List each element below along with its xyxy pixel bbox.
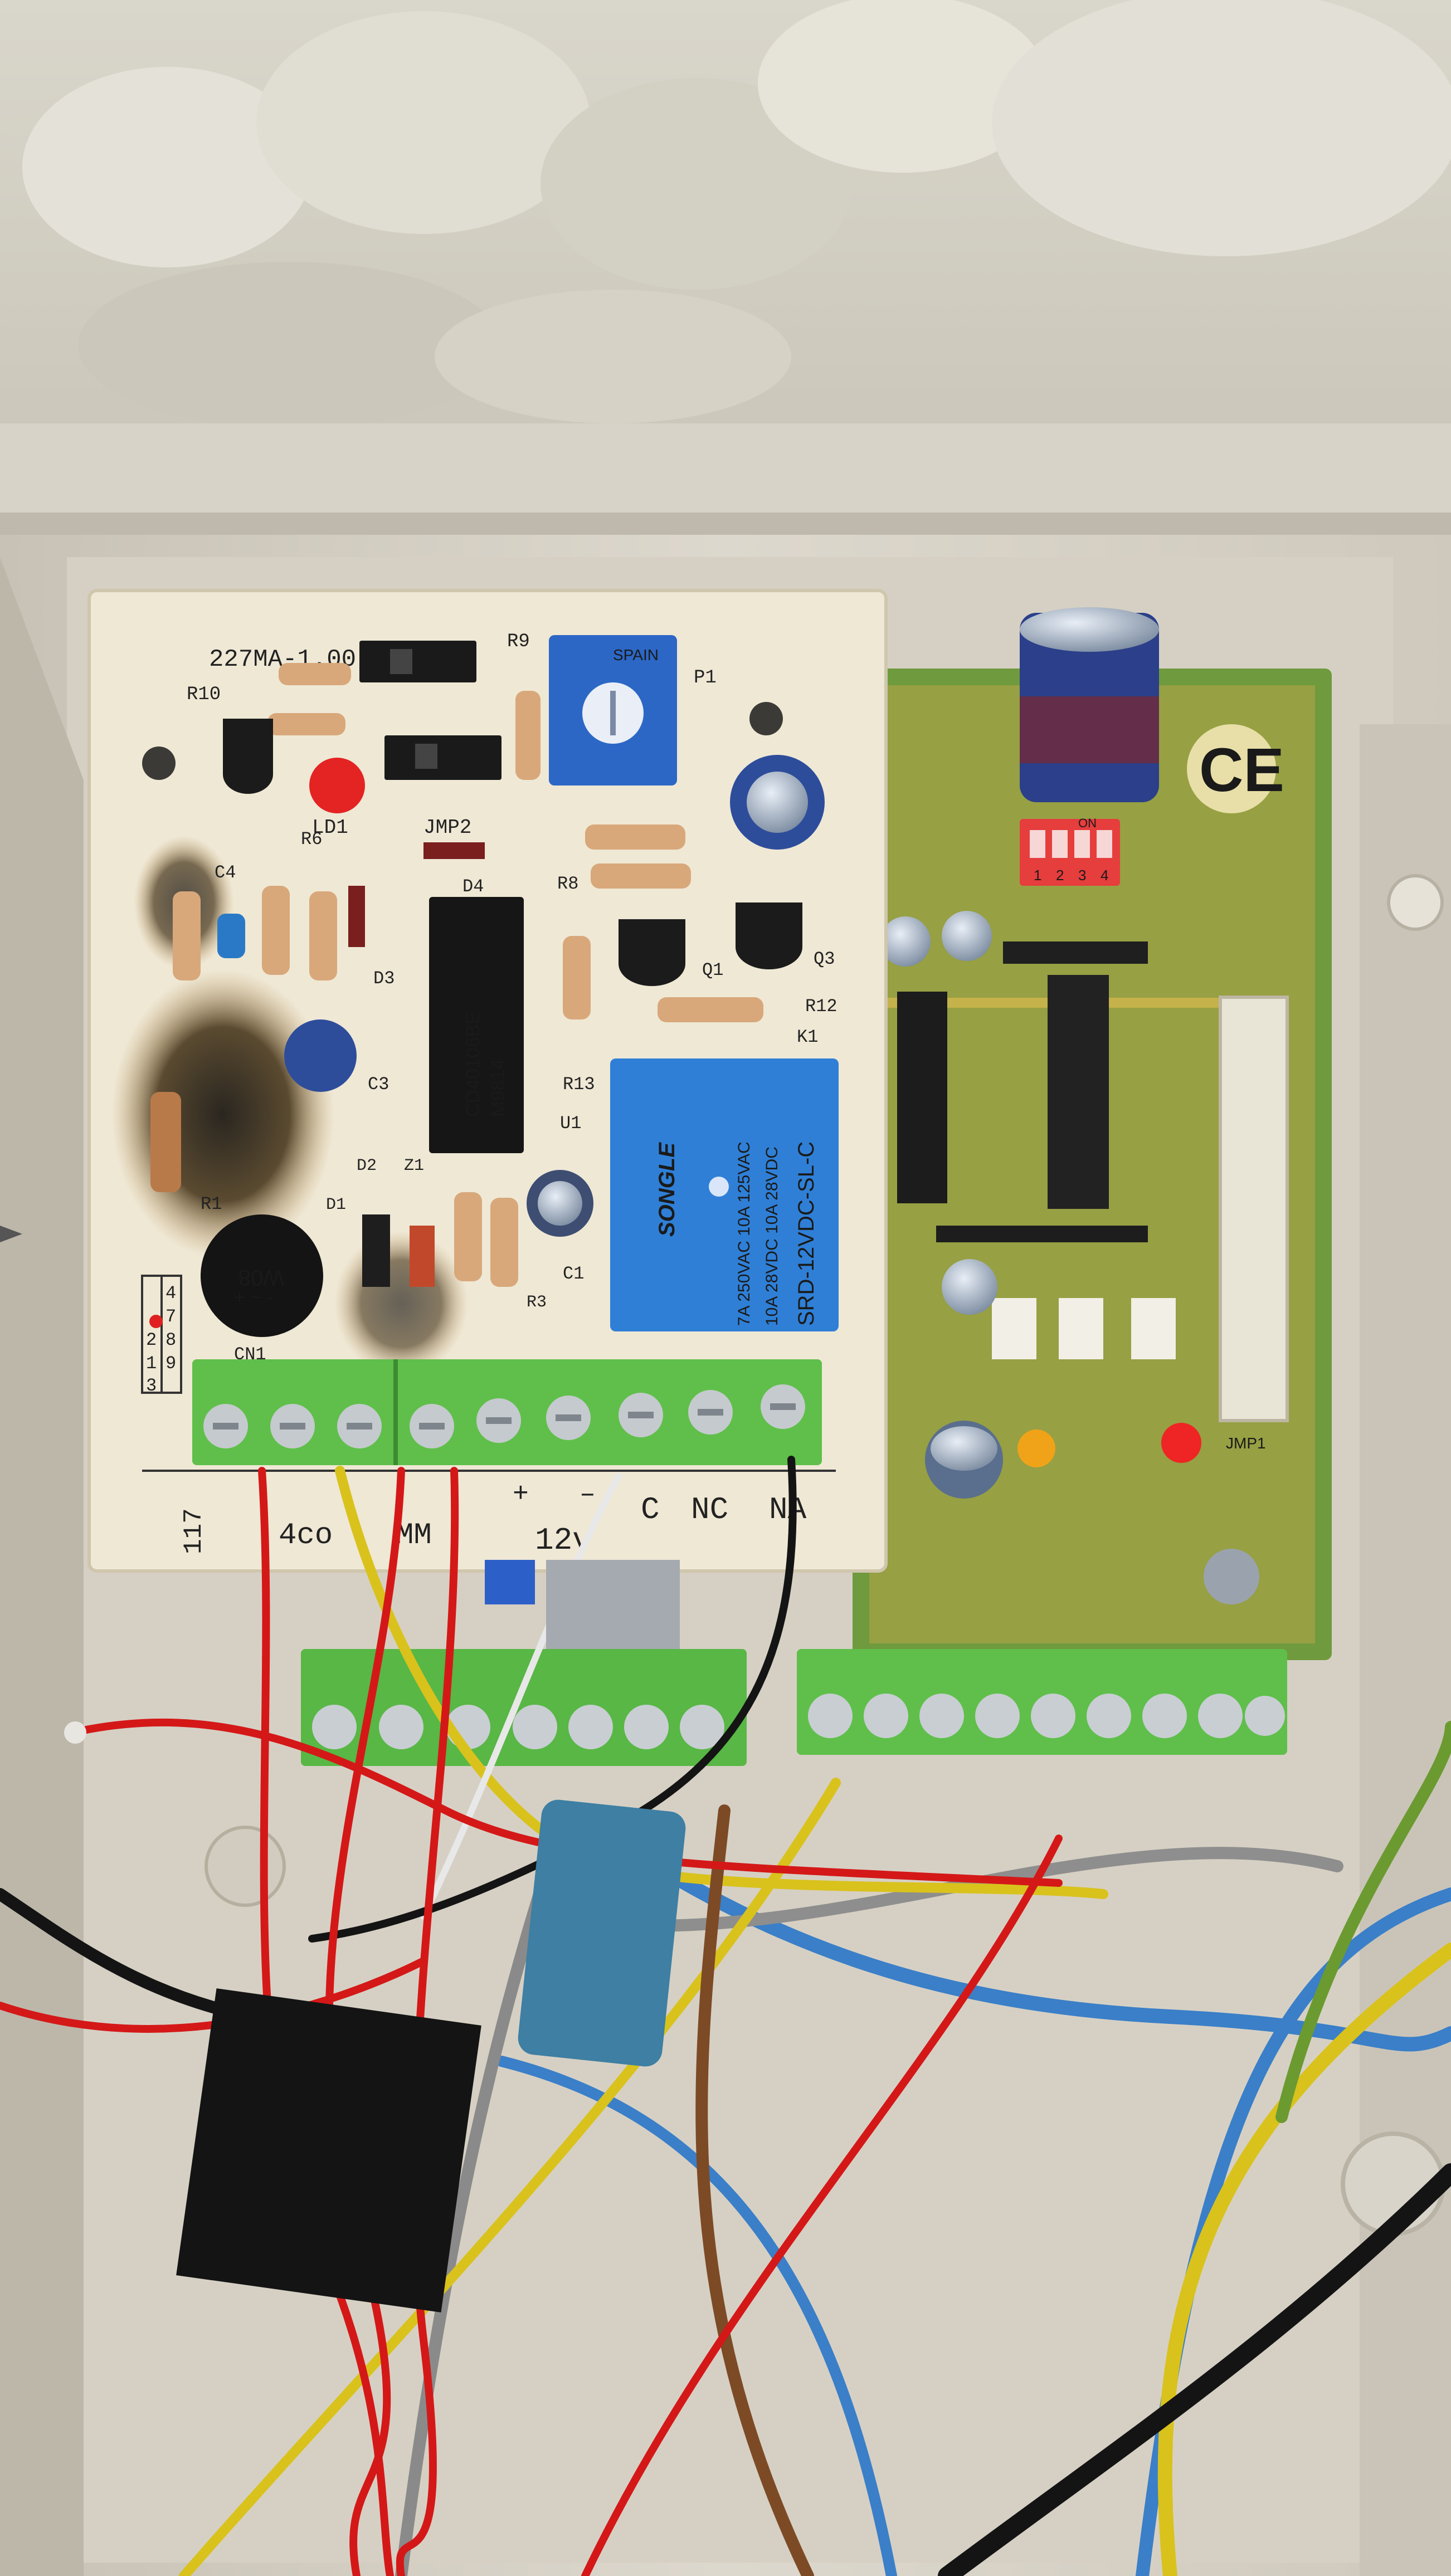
terminal-screw[interactable] [337, 1404, 382, 1448]
transistor-q3 [736, 902, 802, 969]
terminal-screw[interactable] [619, 1393, 663, 1437]
ref-jmp2: JMP2 [423, 816, 471, 839]
dip-label: ON [1078, 816, 1097, 830]
bridge-rectifier-cn1: W08 + ~ - [201, 1214, 323, 1337]
relay-model: SRD-12VDC-SL-C [794, 1141, 819, 1326]
dip-number-2: 2 [1056, 867, 1064, 884]
ic-line1: CD40106BE [462, 1012, 484, 1117]
diode-d2 [362, 1214, 390, 1287]
ref-r8: R8 [557, 874, 578, 894]
ref-r3: R3 [527, 1293, 547, 1312]
terminal-screw[interactable] [410, 1404, 454, 1448]
control-board: 227MA-1.00 JMP2 LD1 SPAIN R9 P1 R10 [87, 589, 888, 1573]
ref-r10: R10 [187, 684, 221, 705]
bridge-line2: + ~ - [234, 1287, 273, 1308]
terminal-screw[interactable] [270, 1404, 315, 1448]
label-117: 117 [179, 1508, 208, 1554]
relay-songle: SONGLE 7A 250VAC 10A 125VAC 10A 28VDC 10… [610, 1058, 839, 1331]
pin-7: 7 [165, 1306, 176, 1327]
jumper-label: JMP1 [1226, 1435, 1266, 1452]
transistor-q2 [223, 719, 273, 794]
ref-d4: D4 [462, 876, 484, 897]
label-minus: – [580, 1480, 596, 1510]
pin-1: 1 [146, 1353, 157, 1374]
capacitor-c3 [284, 1019, 357, 1092]
ref-p1: P1 [694, 667, 717, 689]
receiver-terminal-strip[interactable] [797, 1649, 1287, 1755]
ref-r12: R12 [805, 996, 838, 1017]
film-capacitor [518, 1799, 686, 2067]
ref-z1: Z1 [404, 1157, 424, 1175]
ref-r13: R13 [563, 1074, 595, 1095]
ic-line2: M9814 [488, 1059, 509, 1117]
dip-number-4: 4 [1101, 867, 1108, 884]
pin-3: 3 [146, 1375, 157, 1396]
ref-c4: C4 [215, 862, 236, 883]
dip-switch[interactable]: ON 1 2 3 4 [1020, 816, 1120, 886]
ref-d2: D2 [357, 1157, 377, 1175]
ref-d3: D3 [373, 968, 395, 989]
burn-mark [334, 1231, 468, 1376]
ref-q3: Q3 [814, 949, 835, 969]
terminal-labels: 117 4co MM + – 12v C NC NA [142, 1470, 836, 1558]
label-nc: NC [691, 1492, 728, 1528]
ref-u1: U1 [560, 1113, 581, 1134]
ref-ld1: LD1 [312, 816, 348, 839]
pin-9: 9 [165, 1353, 176, 1374]
ref-r6: R6 [301, 829, 322, 850]
pin-2: 2 [146, 1330, 157, 1350]
ref-c1: C1 [563, 1263, 584, 1284]
relay-spec1: 7A 250VAC 10A 125VAC [735, 1141, 753, 1326]
bridge-line1: W08 [238, 1265, 284, 1290]
dip-number-1: 1 [1034, 867, 1041, 884]
stucco-wall [0, 0, 1451, 501]
led-ld1 [309, 758, 365, 813]
resistors [150, 663, 763, 1287]
ref-c3: C3 [368, 1074, 389, 1095]
ref-r9: R9 [507, 631, 530, 652]
terminal-screw[interactable] [761, 1384, 805, 1429]
ref-q1: Q1 [702, 960, 723, 980]
label-c: C [641, 1492, 660, 1528]
terminal-screw[interactable] [688, 1390, 733, 1435]
transistor-q1 [619, 919, 685, 986]
ref-k1: K1 [797, 1027, 818, 1047]
terminal-screw[interactable] [203, 1404, 248, 1448]
burn-mark [111, 969, 334, 1259]
wall-screw [64, 1721, 86, 1744]
small-module [485, 1560, 680, 1649]
ic-cd40106be: CD40106BE M9814 [429, 897, 524, 1153]
pin-4: 4 [165, 1283, 176, 1304]
pin-8: 8 [165, 1330, 176, 1350]
diode-d4 [423, 842, 485, 859]
ferrite-block [176, 1988, 481, 2312]
dip-number-3: 3 [1078, 867, 1086, 884]
wiring [0, 1456, 1451, 2576]
label-na: NA [769, 1492, 807, 1528]
trimmer-pot-p1[interactable]: SPAIN [549, 635, 677, 786]
pin-number-table: 4 7 8 9 1 2 3 [141, 1275, 182, 1396]
relay-spec2: 10A 28VDC 10A 28VDC [763, 1146, 781, 1326]
ref-r1: R1 [201, 1194, 222, 1214]
label-plus: + [513, 1480, 529, 1510]
jumper-jmp2[interactable] [384, 735, 501, 780]
terminal-screw[interactable] [476, 1398, 521, 1443]
terminal-screw[interactable] [546, 1396, 591, 1440]
jumper-top[interactable] [359, 641, 476, 682]
relay-brand: SONGLE [655, 1142, 679, 1237]
label-4co: 4co [279, 1519, 333, 1553]
diode-d3 [348, 886, 365, 947]
trimmer-brand: SPAIN [613, 646, 659, 663]
side-screw [0, 1226, 22, 1242]
ref-d1: D1 [326, 1196, 346, 1214]
main-terminal-block[interactable] [192, 1359, 822, 1465]
label-mm: MM [396, 1519, 432, 1553]
zener-z1 [410, 1226, 435, 1287]
receiver-pcb: CE ON 1 2 3 4 JMP1 [301, 607, 1332, 1766]
ce-mark: CE [1199, 736, 1284, 804]
